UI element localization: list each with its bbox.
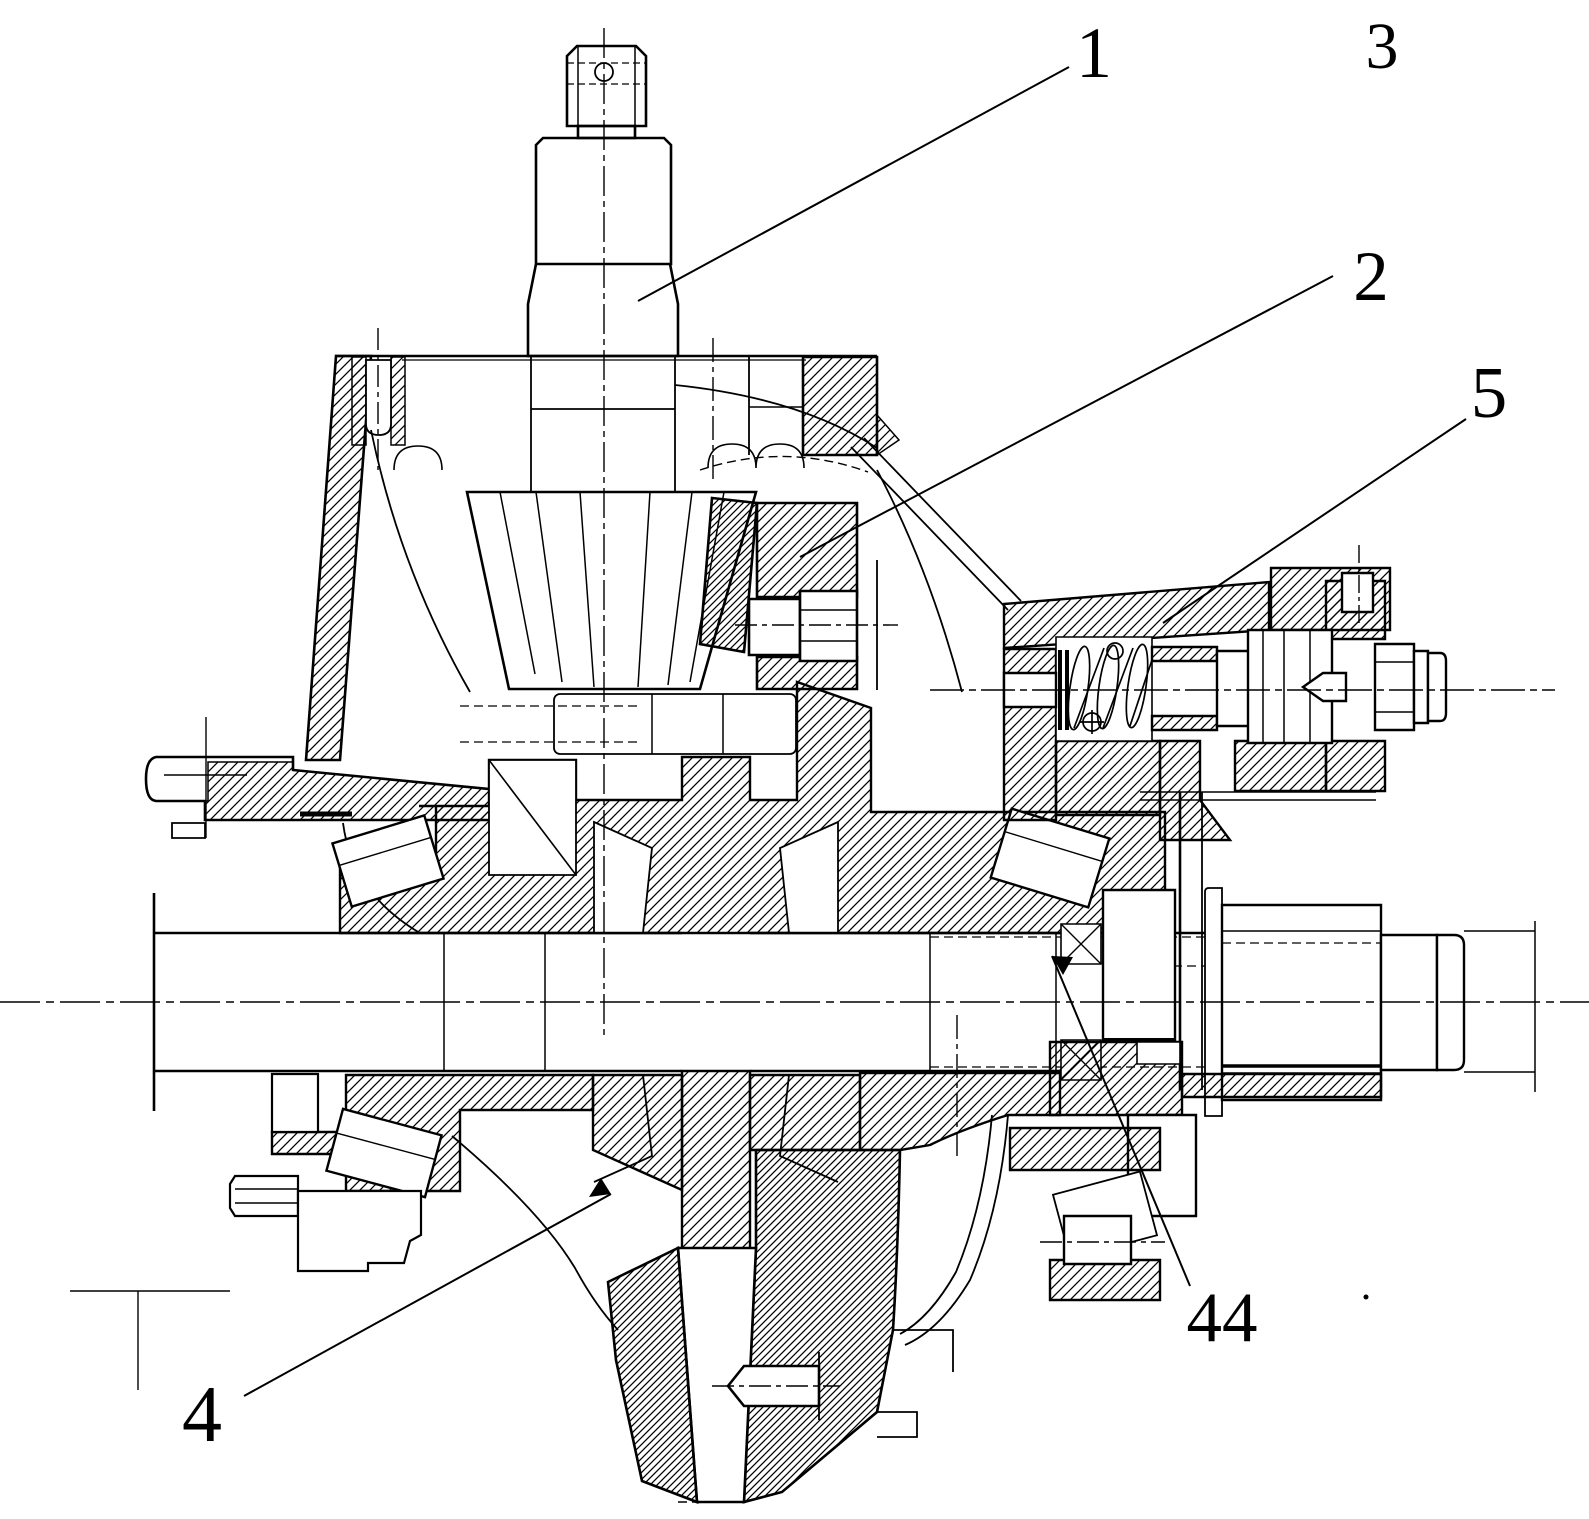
svg-text:1: 1 bbox=[1076, 13, 1112, 93]
svg-text:4: 4 bbox=[182, 1371, 222, 1459]
svg-text:5: 5 bbox=[1471, 352, 1508, 433]
svg-text:2: 2 bbox=[1353, 238, 1389, 316]
svg-text:3: 3 bbox=[1366, 10, 1399, 83]
svg-text:44: 44 bbox=[1187, 1279, 1258, 1357]
